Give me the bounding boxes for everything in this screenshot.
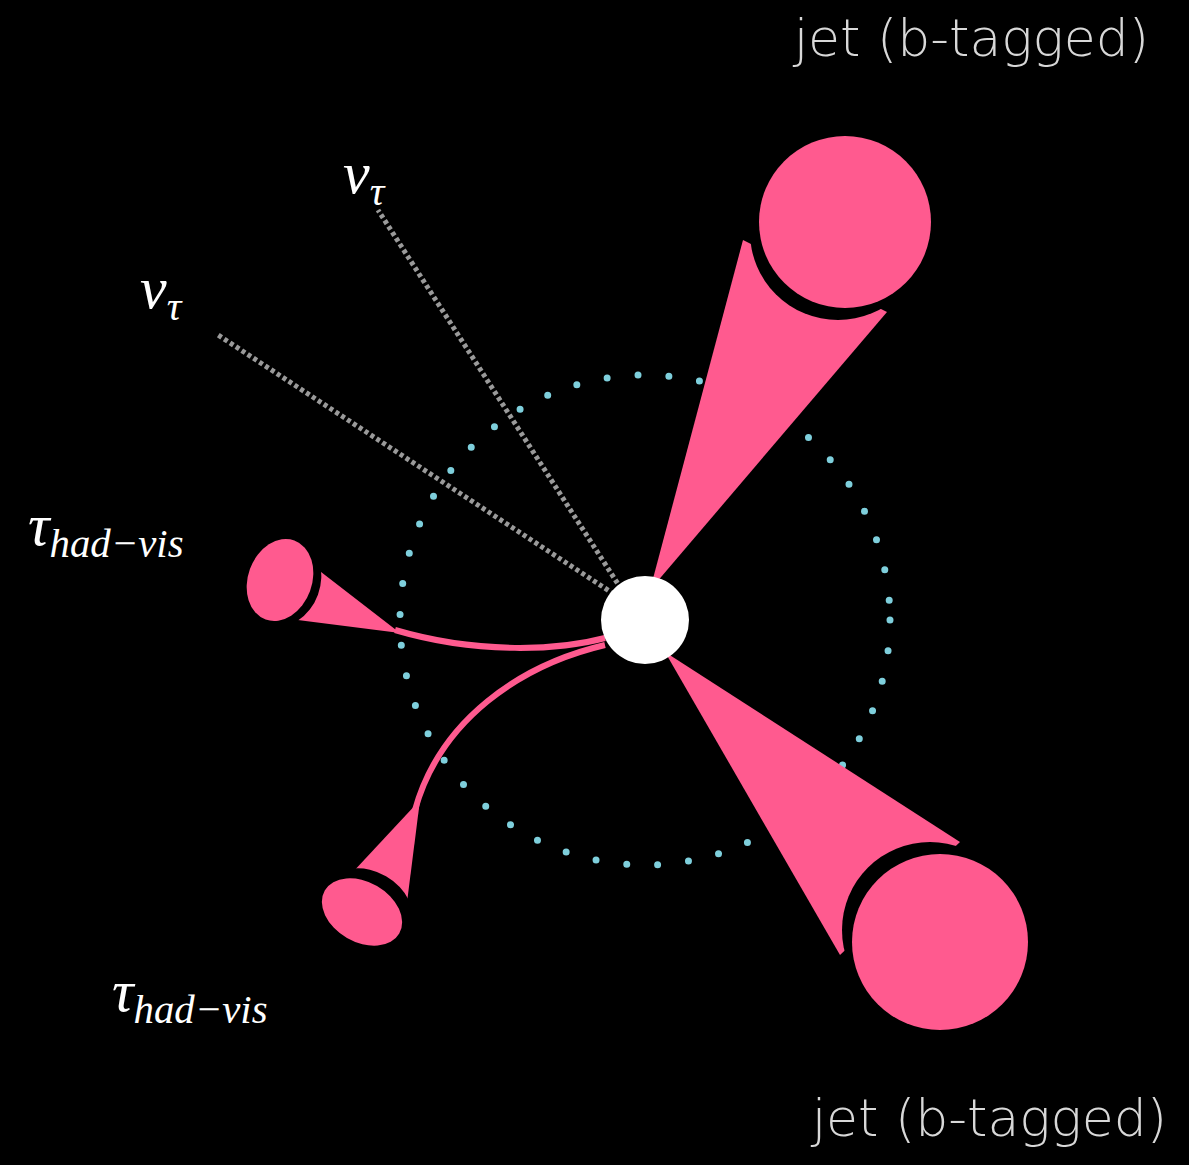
jet-label: jet (b-tagged) (812, 1090, 1167, 1147)
neutrino-line (378, 210, 625, 595)
tau-disc (236, 530, 325, 631)
tau-disc (310, 865, 414, 960)
tau-track (395, 630, 605, 648)
particle-label: ντ (140, 255, 181, 330)
particle-label: τhad−vis (112, 958, 268, 1033)
jet-disc (852, 854, 1028, 1030)
particle-label: τhad−vis (28, 492, 184, 567)
particle-label: ντ (343, 140, 384, 215)
interaction-vertex (601, 576, 689, 664)
jet-label: jet (b-tagged) (794, 10, 1149, 67)
jet-disc (759, 136, 931, 308)
tau-track (415, 645, 605, 810)
